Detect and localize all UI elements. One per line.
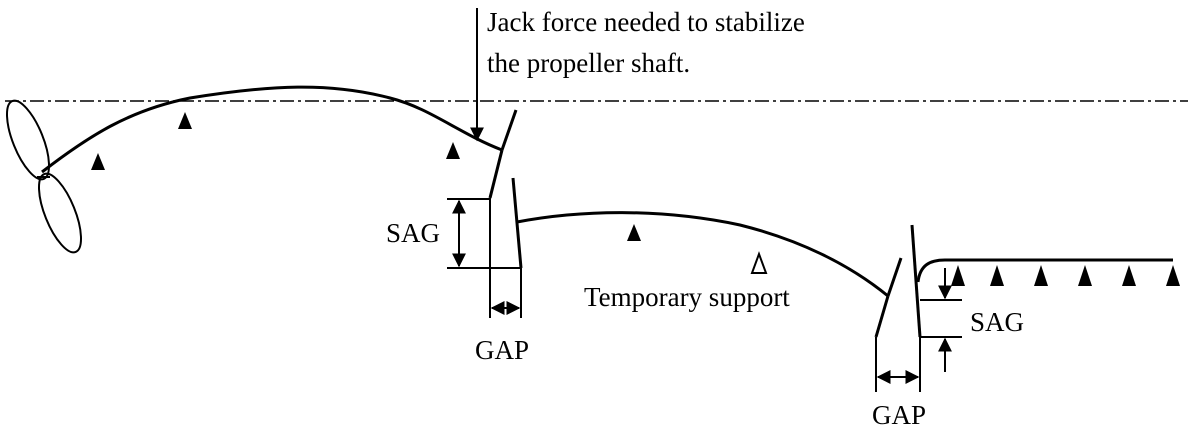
bearing-support-icon [627, 224, 641, 241]
left-flange-aft [500, 109, 518, 151]
bearing-support-icon [1034, 265, 1048, 286]
bearing-support-icon [178, 112, 192, 129]
sag-dimension-left [447, 198, 521, 269]
temporary-support-label: Temporary support [584, 282, 790, 312]
gap-label-right: GAP [872, 400, 926, 430]
jack-force-label-line2: the propeller shaft. [487, 48, 690, 78]
bearing-support-icon [1166, 265, 1180, 286]
sag-dimension-right [920, 268, 962, 372]
left-flange-aft-lower [488, 149, 504, 199]
left-flange-fwd [511, 177, 523, 269]
bearing-support-icon [446, 142, 460, 159]
gap-dimension-left [489, 198, 522, 318]
engine-shaft [916, 258, 1173, 283]
right-flange-fwd [910, 224, 922, 338]
bearing-supports [91, 112, 1180, 286]
bearing-support-icon [1078, 265, 1092, 286]
bearing-support-icon [1122, 265, 1136, 286]
sag-label-left: SAG [386, 218, 440, 248]
propeller-shaft [41, 85, 503, 174]
bearing-support-icon [91, 153, 105, 170]
gap-dimension-right [875, 337, 921, 392]
gap-label-left: GAP [475, 335, 529, 365]
right-flange-aft-lower [874, 295, 890, 338]
propeller [6, 99, 82, 254]
jack-force-label-line1: Jack force needed to stabilize [487, 7, 805, 37]
bearing-support-icon [990, 265, 1004, 286]
sag-label-right: SAG [970, 307, 1024, 337]
right-flange-aft [886, 257, 903, 297]
intermediate-shaft [516, 211, 889, 298]
temporary-support-icon [750, 251, 768, 274]
bearing-support-icon [951, 265, 965, 286]
